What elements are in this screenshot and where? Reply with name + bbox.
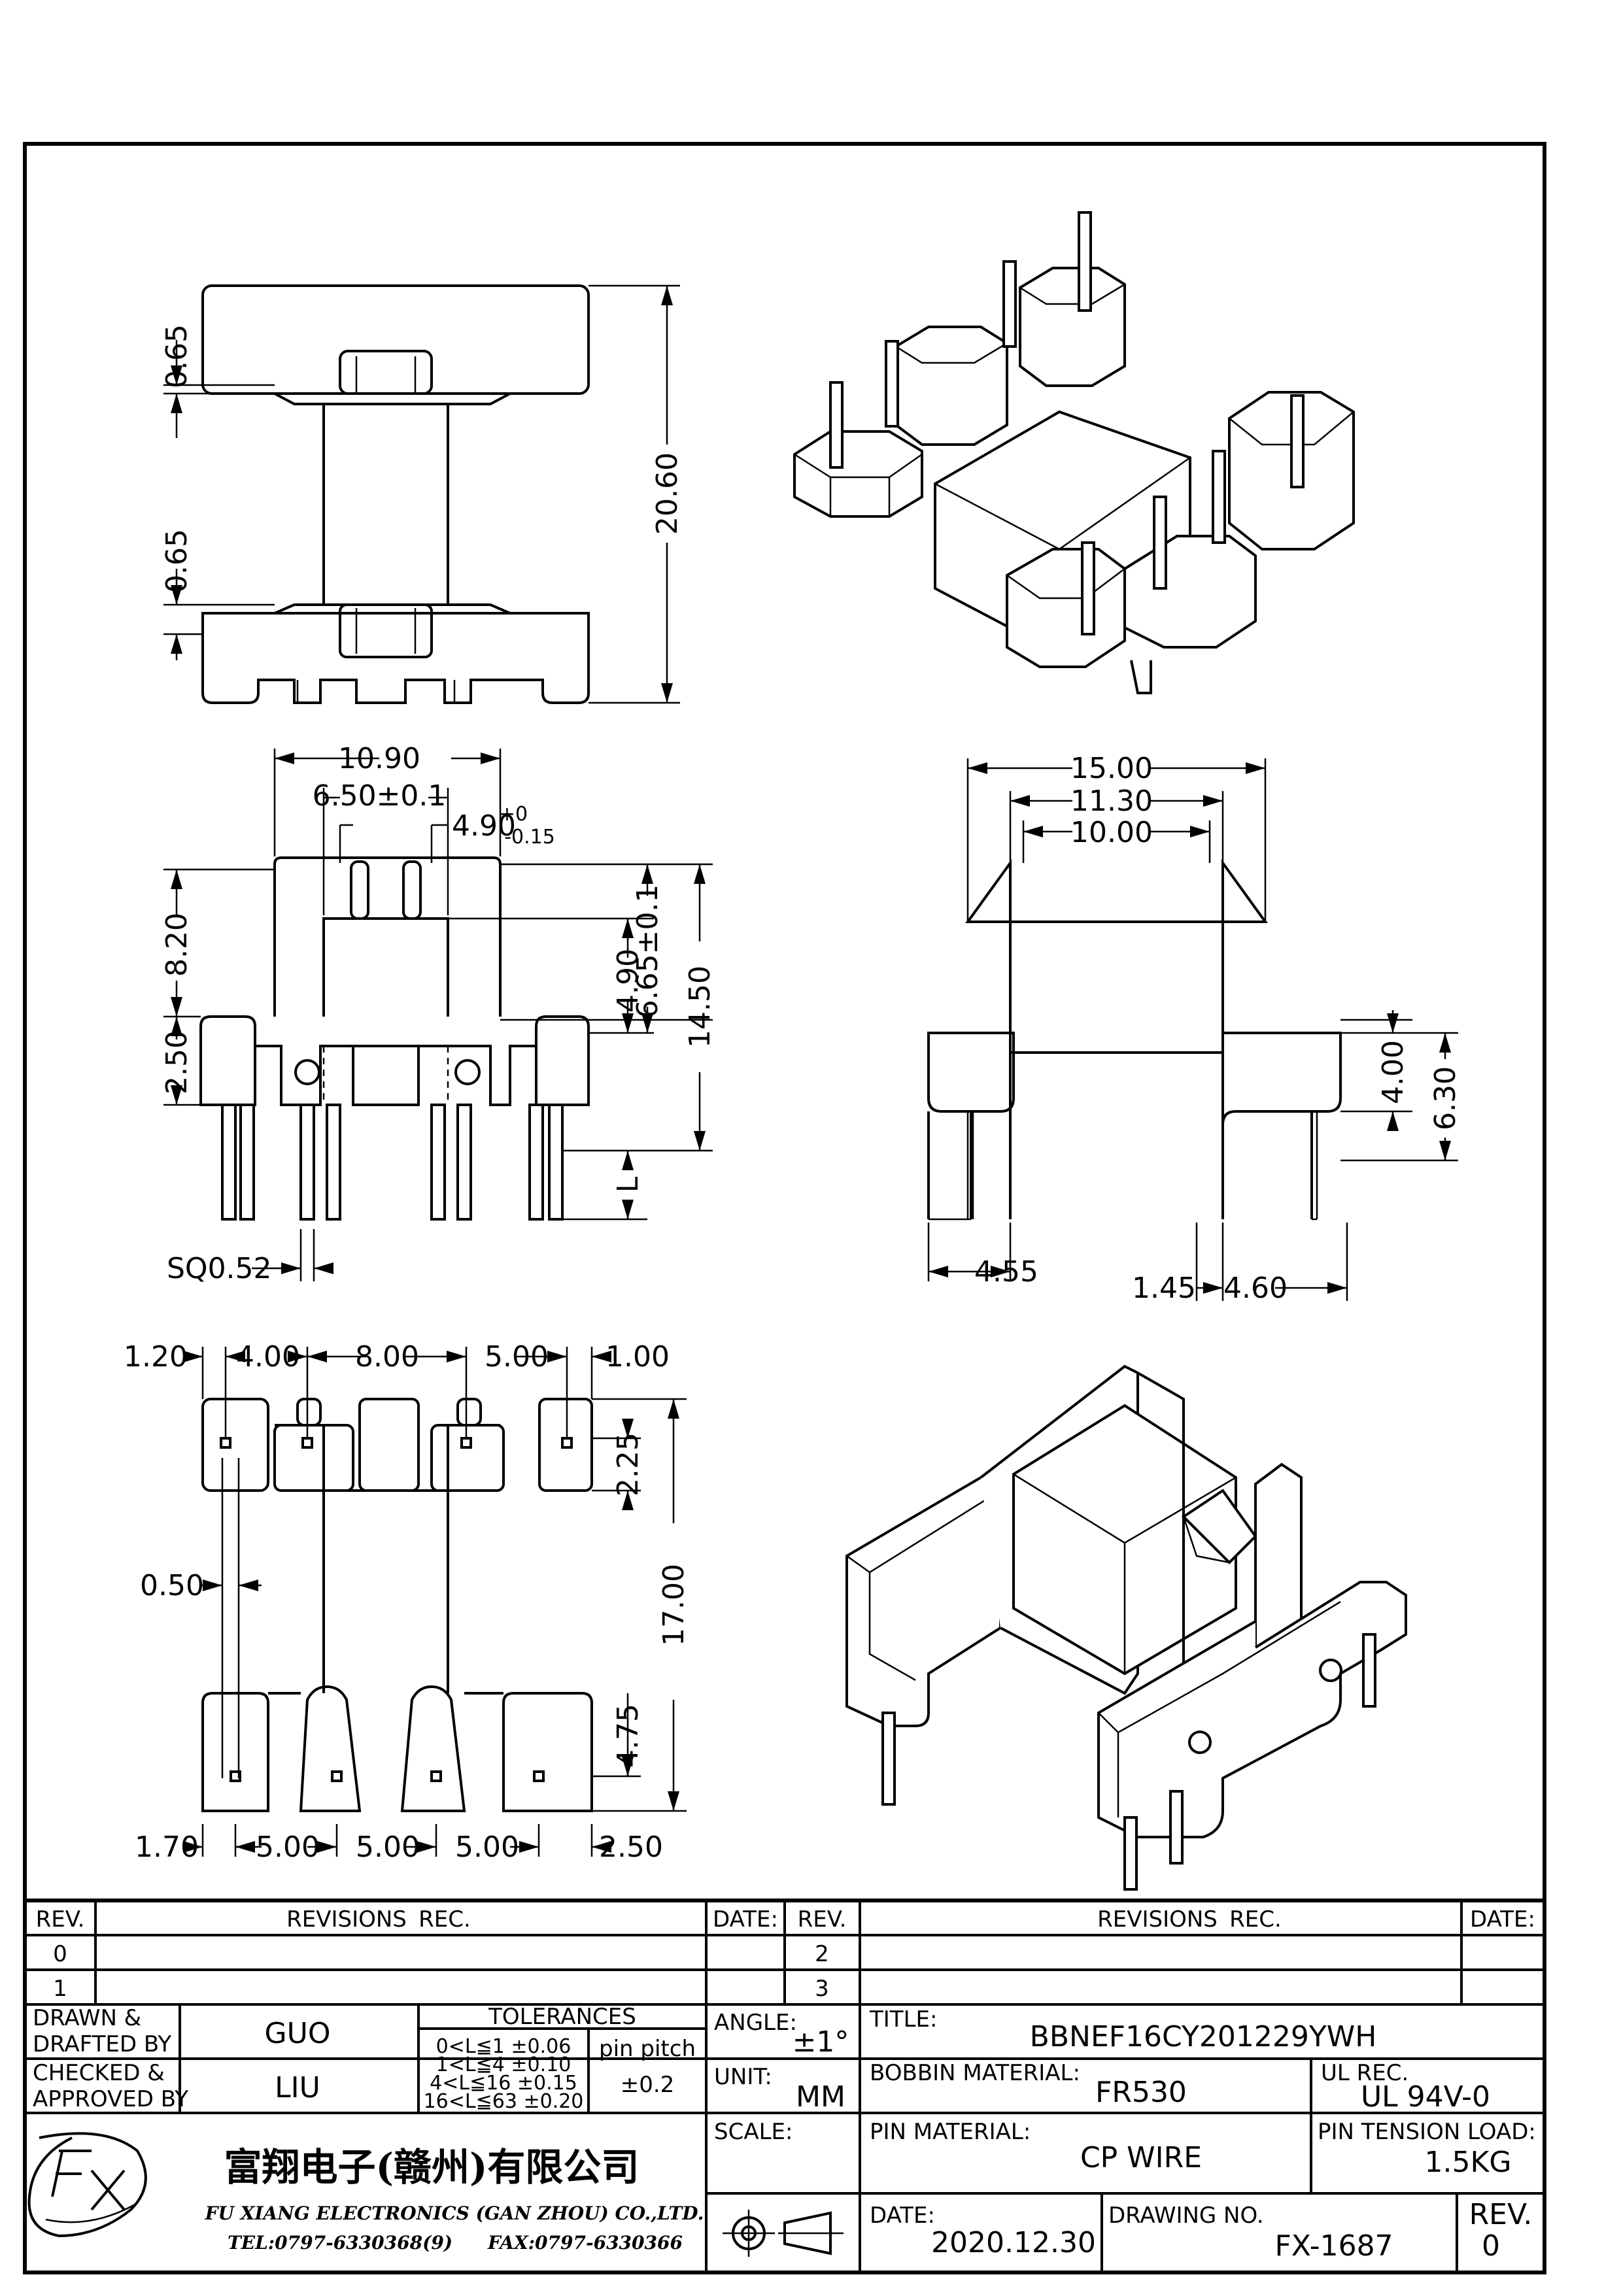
company-name-cn: 富翔电子(赣州)有限公司 (224, 2145, 640, 2189)
dim-end-foot-outer: 6.30 (1429, 1066, 1462, 1130)
rev-row-0: 0 (53, 1941, 67, 1967)
front-view: 0.65 0.65 20.60 (160, 284, 684, 704)
revisions-header: REVISIONS (286, 1906, 407, 1933)
dim-bottom-side-3: 17.00 (657, 1564, 691, 1646)
pin-tension-label: PIN TENSION LOAD: (1318, 2119, 1536, 2145)
scale-label: SCALE: (714, 2119, 793, 2145)
tolerance-row-4: 16<L≦63 ±0.20 (424, 2090, 584, 2113)
rev-row-3: 3 (815, 1976, 829, 2002)
dim-base-height: 2.50 (160, 1030, 194, 1094)
date-header-right: DATE: (1470, 1906, 1535, 1933)
checked-label-1: CHECKED & (33, 2060, 165, 2086)
drawing-no-label: DRAWING NO. (1108, 2203, 1264, 2229)
rev-value: 0 (1482, 2229, 1500, 2263)
dim-flange-bottom: 0.65 (160, 529, 194, 593)
title-value: BBNEF16CY201229YWH (1030, 2020, 1377, 2053)
rev-header: REV. (36, 1906, 85, 1933)
dim-bottom-top-1: 1.20 (124, 1340, 188, 1374)
dim-end-gap: 1.45 (1132, 1272, 1196, 1305)
dim-window-height: 4.90 (611, 949, 645, 1013)
dim-window-outer: 6.65±0.1 (631, 885, 664, 1019)
dim-end-inner: 11.30 (1070, 785, 1153, 818)
dim-bottom-side-4: 4.75 (611, 1704, 645, 1768)
dim-bottom-bottom-1: 1.70 (135, 1831, 199, 1864)
rec-header: REC. (418, 1906, 471, 1933)
dim-bottom-bottom-3: 5.00 (356, 1831, 420, 1864)
tolerance-row-3: 4<L≦16 ±0.15 (430, 2072, 577, 2095)
drawn-label-1: DRAWN & (33, 2005, 141, 2031)
rev-row-2: 2 (815, 1941, 829, 1967)
bobbin-material-value: FR530 (1095, 2076, 1187, 2109)
pin-pitch-value: ±0.2 (621, 2072, 675, 2098)
pin-tension-value: 1.5KG (1425, 2146, 1512, 2179)
angle-label: ANGLE: (714, 2010, 797, 2036)
sheet-border (23, 142, 1546, 2274)
dim-bottom-top-2: 4.00 (236, 1340, 300, 1374)
tolerances-label: TOLERANCES (488, 2004, 636, 2030)
date-header: DATE: (713, 1906, 778, 1933)
dim-bottom-top-5: 1.00 (606, 1340, 670, 1374)
pin-material-value: CP WIRE (1080, 2141, 1202, 2174)
tolerance-row-1: 0<L≦1 ±0.06 (436, 2035, 572, 2058)
checked-label-2: APPROVED BY (33, 2086, 188, 2112)
drawn-label-2: DRAFTED BY (33, 2031, 171, 2057)
ul-rec-value: UL 94V-0 (1361, 2080, 1490, 2114)
dim-core-width: 4.90 (452, 809, 516, 843)
dim-pin-length: L (611, 1176, 645, 1192)
dim-bottom-side-2: 2.25 (611, 1432, 645, 1496)
rev-label: REV. (1469, 2198, 1533, 2231)
dim-side-width: 10.90 (338, 742, 420, 775)
company-tel: TEL:0797-6330368(9) (228, 2232, 452, 2254)
dim-flange-top: 0.65 (160, 324, 194, 388)
tolerance-row-2: 1<L≦4 ±0.10 (436, 2053, 572, 2076)
rev-header-right: REV. (798, 1906, 847, 1933)
dim-end-foot: 4.00 (1376, 1040, 1410, 1104)
dim-end-right: 4.60 (1223, 1272, 1288, 1305)
dim-end-width: 15.00 (1070, 752, 1153, 785)
dim-pin-square: SQ0.52 (167, 1252, 272, 1285)
side-view: 10.90 6.50±0.1 4.90 +0 -0.15 8.20 4.90 6… (160, 742, 717, 1285)
isometric-view-top (793, 211, 1355, 694)
projection-symbol-icon (723, 2210, 844, 2257)
dim-bottom-bottom-5: 2.50 (599, 1831, 663, 1864)
company-fax: FAX:0797-6330366 (487, 2232, 683, 2254)
dim-bottom-top-4: 5.00 (485, 1340, 549, 1374)
pin-material-label: PIN MATERIAL: (870, 2119, 1031, 2145)
drawn-value: GUO (265, 2017, 331, 2050)
dim-side-height: 8.20 (160, 913, 194, 977)
dim-bottom-bottom-4: 5.00 (455, 1831, 519, 1864)
dim-pin-span: 6.50±0.1 (313, 779, 447, 813)
ul-rec-label: UL REC. (1321, 2060, 1408, 2086)
bottom-view: 1.20 4.00 8.00 5.00 1.00 0.50 2.25 17.00… (124, 1340, 691, 1864)
rev-row-1: 1 (53, 1976, 67, 2002)
company-logo-icon (27, 2132, 147, 2238)
dim-overall-height: 20.60 (651, 452, 684, 535)
date-label: DATE: (870, 2203, 935, 2229)
dim-bottom-bottom-2: 5.00 (256, 1831, 320, 1864)
unit-label: UNIT: (714, 2064, 772, 2090)
title-label: TITLE: (869, 2006, 937, 2033)
title-block: REV. REVISIONS REC. DATE: REV. REVISIONS… (25, 1899, 1544, 2272)
isometric-view-bottom (845, 1364, 1407, 1891)
company-name-en: FU XIANG ELECTRONICS (GAN ZHOU) CO.,LTD. (205, 2203, 704, 2224)
unit-value: MM (796, 2080, 845, 2114)
dim-core-tol-minus: -0.15 (504, 826, 555, 849)
dim-total-height: 14.50 (683, 966, 717, 1048)
dim-core-tol-plus: +0 (499, 803, 528, 826)
date-value: 2020.12.30 (931, 2226, 1096, 2259)
bobbin-material-label: BOBBIN MATERIAL: (870, 2060, 1080, 2086)
end-view: 15.00 11.30 10.00 4.00 6.30 4.55 1.45 4.… (927, 752, 1462, 1305)
pin-pitch-label: pin pitch (599, 2036, 696, 2062)
revisions-header-right: REVISIONS (1097, 1906, 1218, 1933)
dim-bottom-top-3: 8.00 (355, 1340, 419, 1374)
angle-value: ±1° (793, 2025, 849, 2059)
rec-header-right: REC. (1229, 1906, 1282, 1933)
dim-bottom-side-1: 0.50 (140, 1569, 204, 1602)
dim-end-left: 4.55 (974, 1255, 1038, 1289)
dim-end-core: 10.00 (1070, 816, 1153, 849)
checked-value: LIU (275, 2071, 320, 2104)
drawing-no-value: FX-1687 (1274, 2229, 1393, 2263)
